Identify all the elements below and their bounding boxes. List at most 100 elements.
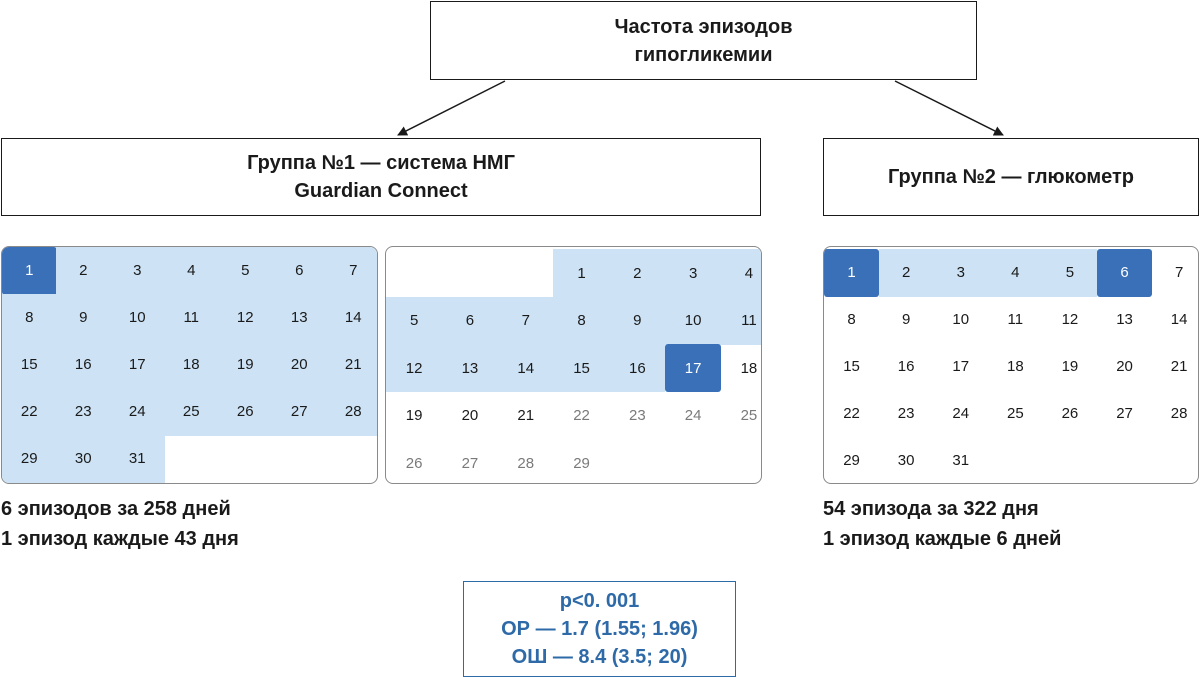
calendar-day: 12 <box>386 344 443 393</box>
group1-box: Группа №1 — система НМГ Guardian Connect <box>1 138 761 216</box>
calendar-day: 5 <box>386 296 443 345</box>
group2-line-1: Группа №2 — глюкометр <box>887 166 1134 188</box>
calendar-day: 22 <box>573 407 590 425</box>
calendar-day: 3 <box>110 247 165 295</box>
calendar-day: 16 <box>897 358 915 376</box>
calendar-day-episode: 6 <box>1097 249 1153 297</box>
calendar-day: 20 <box>1116 358 1133 376</box>
calendar-day: 25 <box>740 407 758 425</box>
group2-stats-line-2: 1 эпизод каждые 6 дней <box>823 528 1062 550</box>
group1-line-2: Guardian Connect <box>294 180 468 202</box>
calendar-day: 17 <box>110 341 165 389</box>
calendar-day: 12 <box>218 294 273 342</box>
calendar-day: 25 <box>1007 405 1024 423</box>
calendar-day: 2 <box>878 249 934 297</box>
calendar-day: 10 <box>110 294 165 342</box>
calendar-day-episode: 1 <box>2 247 57 295</box>
calendar-day: 20 <box>272 341 327 389</box>
p-value: p<0. 001 <box>559 590 640 612</box>
group1-stats: 6 эпизодов за 258 дней 1 эпизод каждые 4… <box>1 494 239 554</box>
calendar-day: 9 <box>56 294 111 342</box>
calendar-day: 5 <box>1042 249 1098 297</box>
group1-stats-line-1: 6 эпизодов за 258 дней <box>1 498 231 520</box>
calendar-day: 14 <box>326 294 377 342</box>
calendar-day: 8 <box>847 311 856 329</box>
calendar-day: 28 <box>326 388 377 436</box>
calendar-day: 21 <box>1170 358 1188 376</box>
calendar-day: 19 <box>405 407 423 425</box>
calendar-day: 28 <box>1170 405 1188 423</box>
calendar-day: 4 <box>164 247 219 295</box>
calendar-day: 16 <box>56 341 111 389</box>
calendar-day: 2 <box>56 247 111 295</box>
relative-risk: ОР — 1.7 (1.55; 1.96) <box>501 618 698 640</box>
calendar-day: 8 <box>2 294 57 342</box>
calendar-day: 18 <box>164 341 219 389</box>
calendar-day: 8 <box>553 296 610 345</box>
calendar-day: 22 <box>843 405 860 423</box>
calendar-day: 31 <box>952 452 970 470</box>
calendar-day: 7 <box>326 247 377 295</box>
group1-stats-line-2: 1 эпизод каждые 43 дня <box>1 528 239 550</box>
calendar-day: 28 <box>517 454 535 472</box>
calendar-day: 15 <box>553 344 610 393</box>
calendar-day: 7 <box>497 296 554 345</box>
calendar-day-episode: 1 <box>824 249 880 297</box>
calendar-day: 29 <box>2 435 57 483</box>
calendar-day: 26 <box>405 454 423 472</box>
calendar-day: 7 <box>1174 264 1184 282</box>
calendar-day: 31 <box>110 435 165 483</box>
calendar-day: 27 <box>461 454 479 472</box>
calendar-day: 6 <box>272 247 327 295</box>
calendar-day-episode: 17 <box>665 344 722 393</box>
calendar-day: 13 <box>272 294 327 342</box>
calendar-day: 15 <box>2 341 57 389</box>
title-line-1: Частота эпизодов <box>614 15 793 38</box>
arrow-to-group2 <box>894 80 1004 136</box>
calendar-day: 26 <box>218 388 273 436</box>
calendar-day: 12 <box>1061 311 1079 329</box>
calendar-day: 30 <box>56 435 111 483</box>
calendar-day: 16 <box>609 344 666 393</box>
calendar-day: 11 <box>164 294 219 342</box>
calendar-day: 25 <box>164 388 219 436</box>
calendar-day: 9 <box>901 311 911 329</box>
calendar-day: 23 <box>628 407 646 425</box>
group2-stats: 54 эпизода за 322 дня 1 эпизод каждые 6 … <box>823 494 1061 554</box>
calendar-day: 9 <box>609 296 666 345</box>
calendar-day: 18 <box>740 359 758 377</box>
calendar-day: 26 <box>1061 405 1079 423</box>
group1-line-1: Группа №1 — система НМГ <box>247 152 515 174</box>
calendar-day: 4 <box>987 249 1043 297</box>
title-line-2: гипогликемии <box>634 43 773 66</box>
calendar-day: 24 <box>110 388 165 436</box>
calendar-day: 3 <box>665 249 722 298</box>
statistics-result-box: p<0. 001 ОР — 1.7 (1.55; 1.96) ОШ — 8.4 … <box>463 581 736 677</box>
calendar-day: 5 <box>218 247 273 295</box>
hypoglycemia-frequency-box: Частота эпизодов гипогликемии <box>430 1 977 80</box>
calendar-day: 21 <box>517 407 535 425</box>
calendar-day: 19 <box>218 341 273 389</box>
calendar-day: 13 <box>1116 311 1133 329</box>
calendar-day: 2 <box>609 249 666 298</box>
calendar-day: 22 <box>2 388 57 436</box>
calendar-day: 14 <box>1170 311 1188 329</box>
calendar-day: 18 <box>1007 358 1024 376</box>
calendar-day: 21 <box>326 341 377 389</box>
calendar-day: 23 <box>56 388 111 436</box>
calendar-day: 17 <box>952 358 970 376</box>
calendar-day: 13 <box>441 344 499 393</box>
calendar-day: 24 <box>952 405 970 423</box>
calendar-day: 1 <box>553 249 610 298</box>
calendar-day: 3 <box>933 249 989 297</box>
calendar-day: 29 <box>843 452 860 470</box>
calendar-day: 10 <box>665 296 722 345</box>
calendar-day: 6 <box>441 296 499 345</box>
calendar-day: 10 <box>952 311 970 329</box>
calendar-day: 30 <box>897 452 915 470</box>
calendar-day: 24 <box>684 407 702 425</box>
